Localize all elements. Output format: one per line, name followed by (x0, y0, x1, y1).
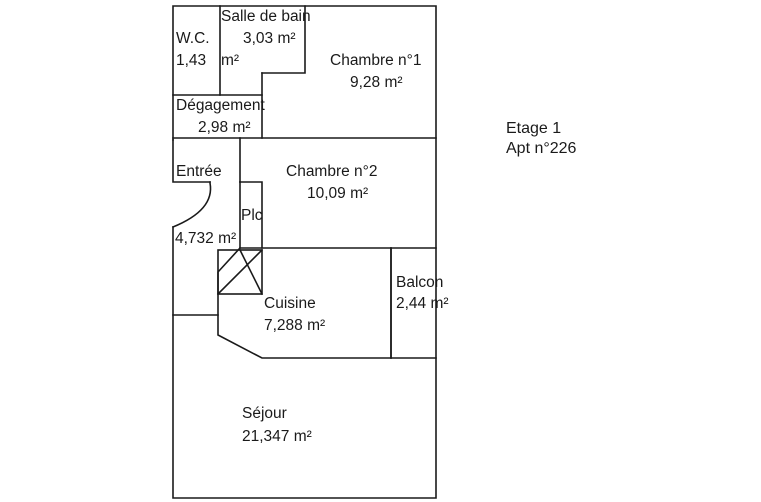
room-area-sejour: 21,347 m² (242, 428, 312, 445)
entrance-door-arc (171, 181, 212, 229)
wall-placard (239, 181, 263, 249)
room-area-unit-wc: m² (221, 52, 239, 69)
shaft-cross-b (238, 248, 264, 296)
room-name-wc: W.C. (176, 30, 210, 47)
room-area-chambre-1: 9,28 m² (350, 74, 403, 91)
room-name-placard: Plc (241, 207, 263, 224)
room-labels: Salle de bain 3,03 m² W.C. 1,43 m² Chamb… (175, 8, 449, 445)
room-area-balcon: 2,44 m² (396, 295, 449, 312)
room-name-chambre-2: Chambre n°2 (286, 163, 378, 180)
room-name-salle-de-bain: Salle de bain (221, 8, 311, 25)
room-name-sejour: Séjour (242, 405, 287, 422)
room-name-chambre-1: Chambre n°1 (330, 52, 422, 69)
apartment-label: Apt n°226 (506, 140, 577, 157)
entree-wall (172, 139, 211, 183)
floor-label: Etage 1 (506, 120, 561, 137)
wall-salle-de-bain (261, 5, 306, 74)
room-name-entree: Entrée (176, 163, 222, 180)
room-area-chambre-2: 10,09 m² (307, 185, 368, 202)
room-area-salle-de-bain: 3,03 m² (243, 30, 296, 47)
room-name-degagement: Dégagement (176, 97, 265, 114)
room-name-cuisine: Cuisine (264, 295, 316, 312)
room-area-degagement: 2,98 m² (198, 119, 251, 136)
plan-info: Etage 1 Apt n°226 (506, 120, 577, 157)
shaft-cross-a (216, 248, 264, 296)
room-name-balcon: Balcon (396, 274, 443, 291)
room-area-cuisine: 7,288 m² (264, 317, 325, 334)
room-area-value-wc: 1,43 (176, 52, 206, 69)
room-area-entree: 4,732 m² (175, 230, 236, 247)
walls (171, 5, 437, 499)
